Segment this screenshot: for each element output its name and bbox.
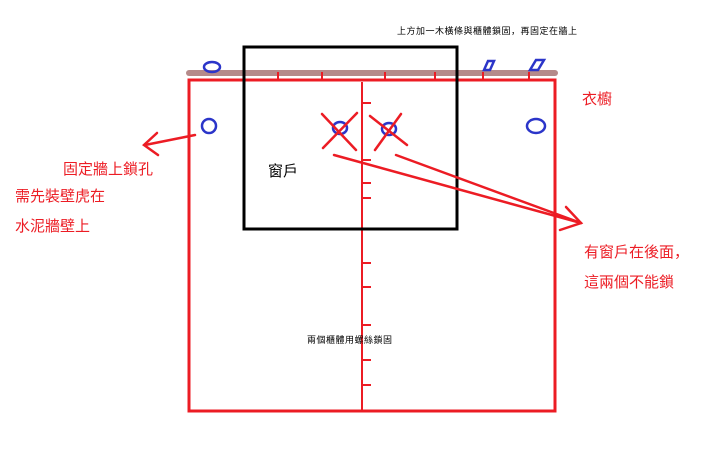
cabinet-label: 衣櫥: [582, 90, 613, 108]
anchor-note-line1: 需先裝壁虎在: [15, 187, 106, 205]
screw-ticks: [362, 102, 371, 386]
wood-bar: [186, 70, 558, 76]
no-lock-crosses: [320, 111, 409, 152]
window-label: 窗戶: [268, 162, 299, 180]
window-hole-right: [380, 121, 398, 137]
anchor-note-line2: 水泥牆壁上: [15, 217, 91, 235]
window-note-line2: 這兩個不能鎖: [584, 273, 675, 291]
bar-ticks: [277, 72, 530, 79]
wall-hole-left: [200, 117, 218, 135]
arrow-to-wall-hole: [142, 131, 197, 157]
bar-anchor-left: [202, 60, 222, 74]
screw-note: 兩個櫃體用螺絲鎖固: [307, 336, 393, 346]
window-note-line1: 有窗戶在後面，: [584, 243, 690, 261]
arrows-to-window-note: [332, 153, 584, 232]
wall-hole-label: 固定牆上鎖孔: [63, 160, 154, 178]
bar-anchor-right: [527, 58, 547, 72]
cabinet-outline: [187, 78, 557, 413]
window-frame: [242, 45, 459, 231]
bar-anchor-mid: [482, 59, 496, 72]
wall-hole-right: [525, 117, 547, 135]
top-note: 上方加一木橫條與櫃體鎖固，再固定在牆上: [397, 27, 578, 37]
